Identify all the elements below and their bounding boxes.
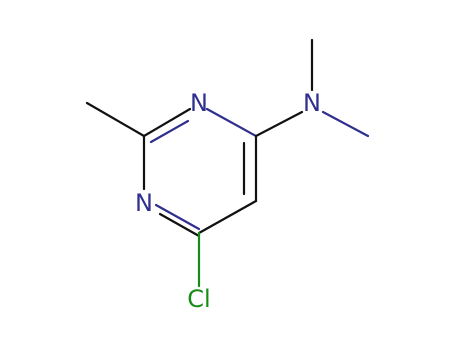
atom-label-n1: N xyxy=(190,89,208,117)
bond-methyl-c2 xyxy=(85,101,146,138)
atom-label-chlorine: Cl xyxy=(187,285,210,313)
bond-n3-c4-inner xyxy=(158,212,201,238)
atom-label-amine-n: N xyxy=(303,89,321,117)
bond-amine-methyl-right xyxy=(321,110,370,138)
bond-n1-c6 xyxy=(205,107,258,138)
bond-c2-n1-outer xyxy=(142,107,192,138)
bond-c6-amine-n xyxy=(254,110,304,138)
bond-c2-n1-inner xyxy=(149,119,190,144)
bond-c4-c5 xyxy=(197,199,258,235)
bond-n3-c4-outer xyxy=(154,203,201,231)
atom-label-n3: N xyxy=(135,189,153,217)
